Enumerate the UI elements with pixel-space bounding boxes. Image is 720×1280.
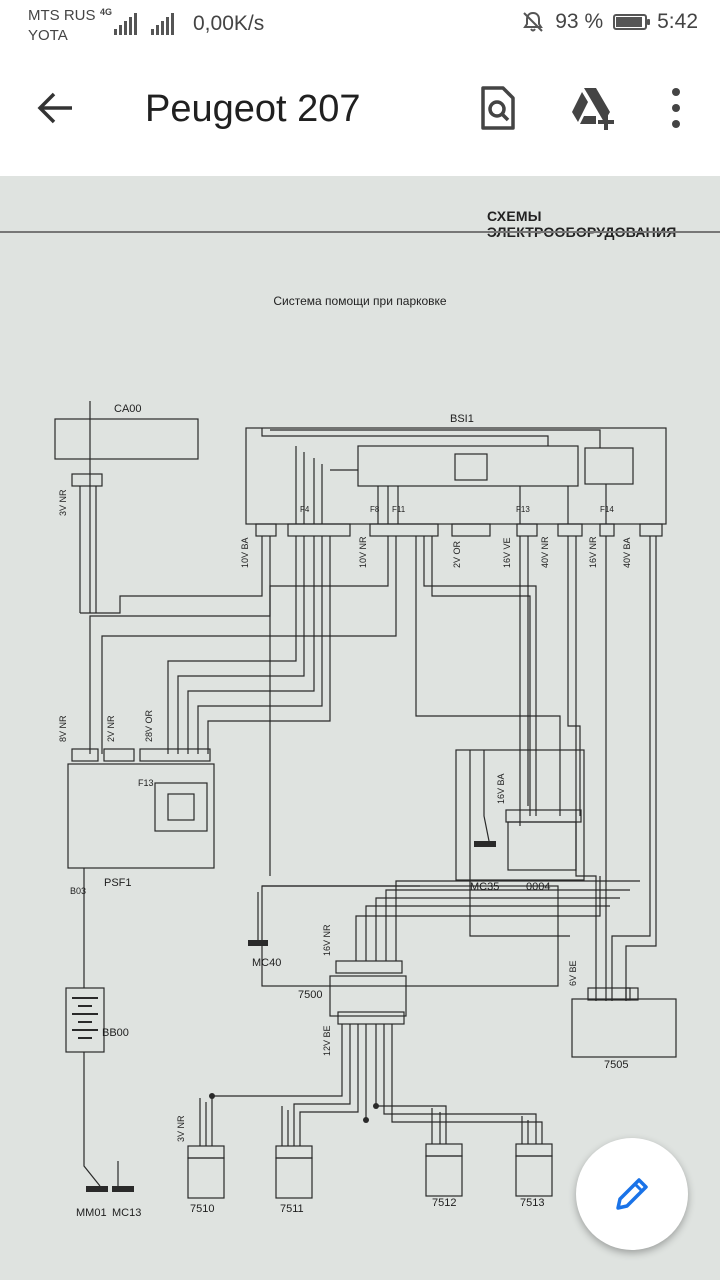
more-vert-icon	[672, 88, 680, 128]
signal-icon: 4G	[100, 7, 137, 35]
back-button[interactable]	[34, 86, 78, 130]
pencil-icon	[616, 1178, 648, 1210]
document-page[interactable]: СХЕМЫ ЭЛЕКТРООБОРУДОВАНИЯ Система помощи…	[0, 176, 720, 1280]
box-7500	[329, 975, 407, 1017]
page-subtitle: Система помощи при парковке	[273, 294, 447, 308]
label-bb00: BB00	[102, 1027, 129, 1039]
sensor-7512	[425, 1155, 463, 1197]
back-arrow-icon	[37, 92, 72, 124]
search-document-button[interactable]	[471, 82, 523, 134]
label-7500: 7500	[298, 989, 322, 1001]
network-badge: 4G	[100, 7, 113, 17]
wire-psf-c: 28V OR	[144, 709, 154, 742]
label-bsi1: BSI1	[450, 413, 474, 425]
fuse-f4: F4	[300, 505, 310, 514]
fuse-f11: F11	[392, 505, 406, 514]
ca00-box	[54, 418, 199, 460]
label-f13: F13	[138, 778, 154, 788]
box-7505	[571, 998, 677, 1058]
wire-7510: 3V NR	[176, 1115, 186, 1142]
carrier-primary: MTS RUS	[28, 7, 96, 24]
wire-7500: 16V NR	[322, 924, 332, 956]
mute-icon	[523, 11, 544, 32]
label-ca00: CA00	[114, 403, 142, 415]
fuse-f13: F13	[516, 505, 530, 514]
wiring-diagram: CA00 BSI1 PSF1 BB00 MC40 MC35 0004 7500 …	[54, 401, 677, 1219]
signal-icon-2	[151, 13, 174, 35]
sensor-7511	[275, 1157, 313, 1199]
network-indicators: 4G	[100, 7, 174, 35]
wire-bsi-d: 16V VE	[502, 537, 512, 568]
psf1-box	[67, 763, 215, 869]
wire-bsi-g: 40V BA	[622, 537, 632, 568]
wire-bsi-c: 2V OR	[452, 540, 462, 568]
carrier-labels: MTS RUS YOTA	[28, 6, 96, 46]
search-document-icon	[481, 86, 515, 130]
document-title: Peugeot 207	[145, 88, 361, 130]
fuse-f14: F14	[600, 505, 614, 514]
label-mc35: MC35	[470, 881, 499, 893]
sensor-7513	[515, 1155, 553, 1197]
wire-7505: 6V BE	[568, 960, 578, 986]
label-b03: B03	[70, 886, 86, 896]
network-speed: 0,00K/s	[193, 12, 265, 35]
more-options-button[interactable]	[652, 82, 704, 134]
label-mc13: MC13	[112, 1207, 141, 1219]
label-psf1: PSF1	[104, 877, 132, 889]
wire-bsi-a: 10V BA	[240, 537, 250, 568]
battery-bb00	[65, 987, 105, 1053]
drive-add-icon	[572, 88, 614, 130]
wire-psf-b: 2V NR	[106, 715, 116, 742]
edit-fab-button[interactable]	[576, 1138, 688, 1250]
wire-bsi-e: 40V NR	[540, 536, 550, 568]
status-right: 93 % 5:42	[521, 10, 698, 34]
label-mc40: MC40	[252, 957, 281, 969]
battery-icon	[613, 14, 651, 30]
label-7511: 7511	[280, 1203, 304, 1215]
wire-bsi-f: 16V NR	[588, 536, 598, 568]
wire-0004: 16V BA	[496, 773, 506, 804]
label-7512: 7512	[432, 1197, 456, 1209]
wire-psf-a: 8V NR	[58, 715, 68, 742]
wire-7500b: 12V BE	[322, 1025, 332, 1056]
label-7505: 7505	[604, 1059, 628, 1071]
wire-ca00: 3V NR	[58, 489, 68, 516]
label-7510: 7510	[190, 1203, 214, 1215]
wire-bsi-b: 10V NR	[358, 536, 368, 568]
fuse-f8: F8	[370, 505, 380, 514]
clock: 5:42	[657, 10, 698, 33]
header-rule	[0, 231, 720, 233]
label-0004: 0004	[526, 881, 550, 893]
label-7513: 7513	[520, 1197, 544, 1209]
carrier-secondary: YOTA	[28, 27, 68, 44]
label-mm01: MM01	[76, 1207, 107, 1219]
status-bar: MTS RUS YOTA 4G 0,00K/s 93 % 5:42	[0, 0, 720, 52]
add-to-drive-button[interactable]	[566, 82, 618, 134]
battery-percent: 93 %	[555, 10, 604, 33]
app-bar: Peugeot 207	[0, 52, 720, 176]
sensor-7510	[187, 1157, 225, 1199]
